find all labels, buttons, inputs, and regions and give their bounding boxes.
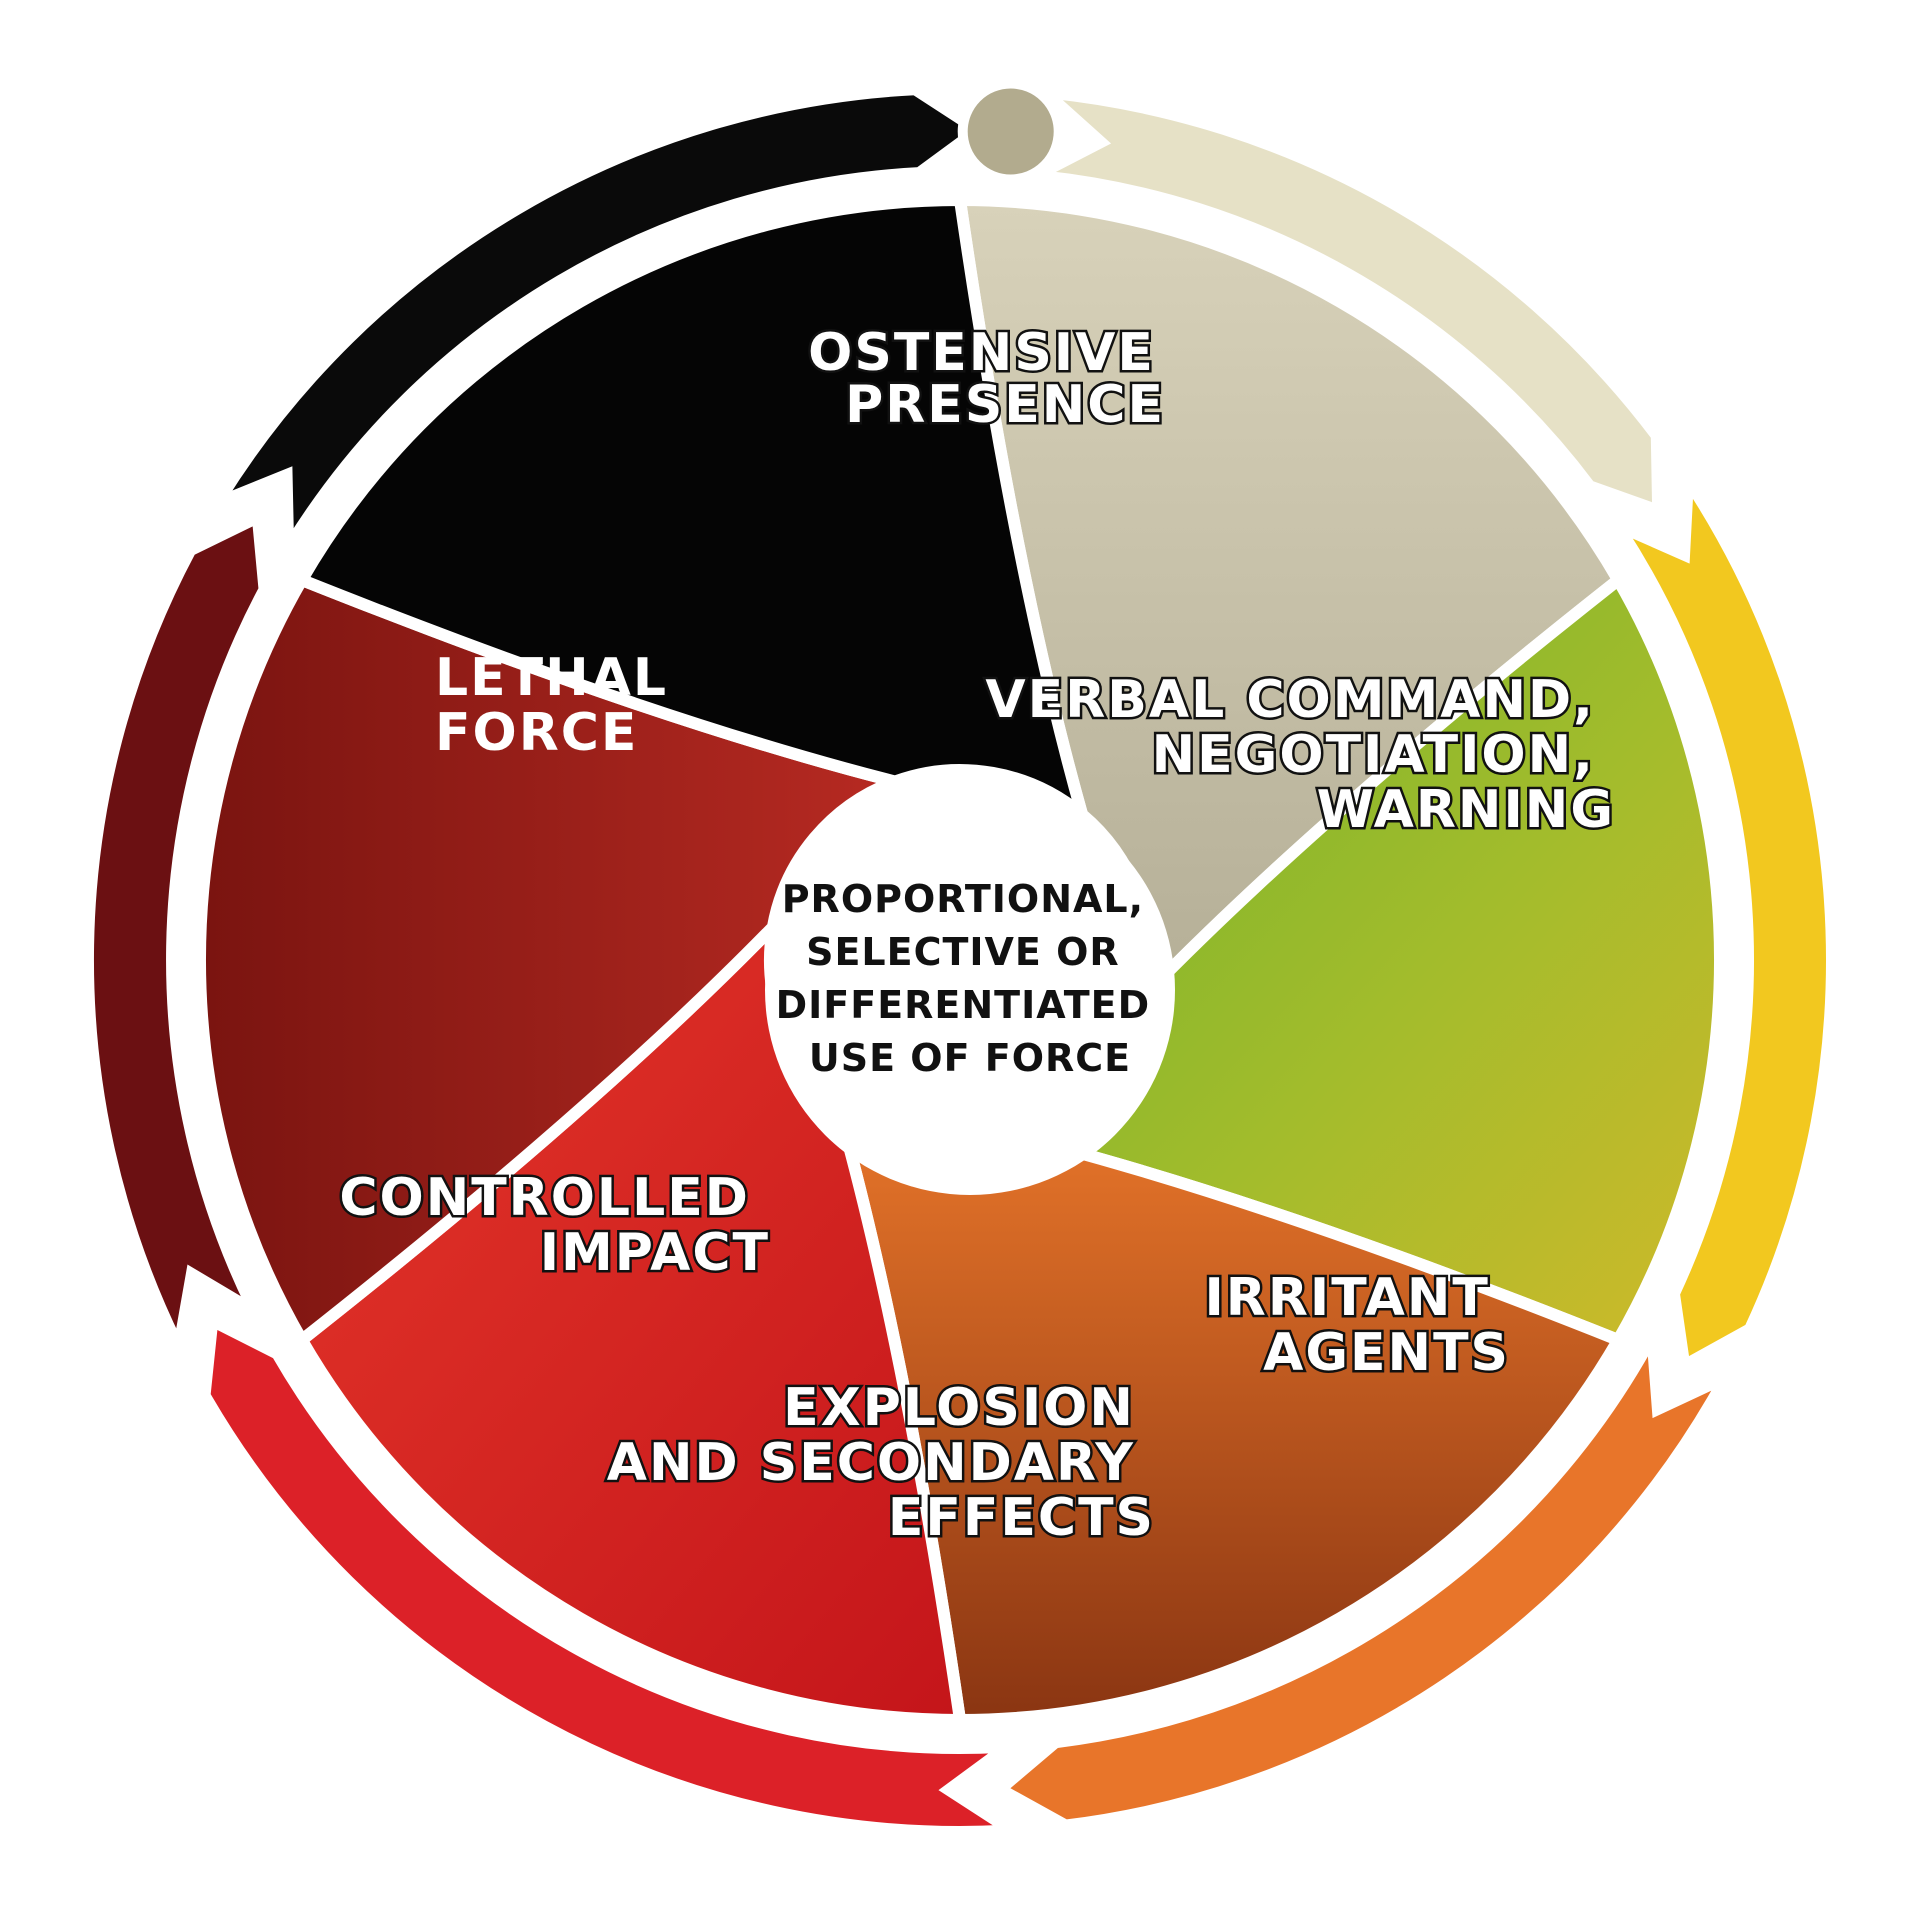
- label-verbal-command: VERBAL COMMAND, NEGOTIATION, WARNING: [985, 670, 1615, 840]
- start-marker-dot: [957, 78, 1064, 185]
- ring-arrow-verbal: [1611, 473, 1834, 1369]
- ring-arrow-impact: [86, 514, 267, 1355]
- label-explosion-effects: EXPLOSION AND SECONDARY EFFECTS: [607, 1378, 1155, 1548]
- wedge-lethal: [293, 193, 1094, 832]
- label-ostensive-presence: OSTENSIVE PRESENCE: [808, 323, 1175, 435]
- outer-ring-arrows: [86, 87, 1834, 1834]
- label-irritant-agents: IRRITANT AGENTS: [1204, 1268, 1510, 1383]
- ring-arrow-irritant: [996, 1329, 1731, 1828]
- center-label: PROPORTIONAL, SELECTIVE OR DIFFERENTIATE…: [776, 877, 1165, 1080]
- segment-wedges: [194, 193, 1726, 1727]
- ring-arrow-explosion: [202, 1317, 1019, 1834]
- center-hole: [765, 785, 1175, 1195]
- label-lethal-force: LETHAL FORCE: [435, 648, 688, 763]
- ring-arrow-lethal: [212, 87, 982, 555]
- ring-arrow-ostensive: [1028, 89, 1661, 514]
- label-controlled-impact: CONTROLLED IMPACT: [339, 1168, 770, 1283]
